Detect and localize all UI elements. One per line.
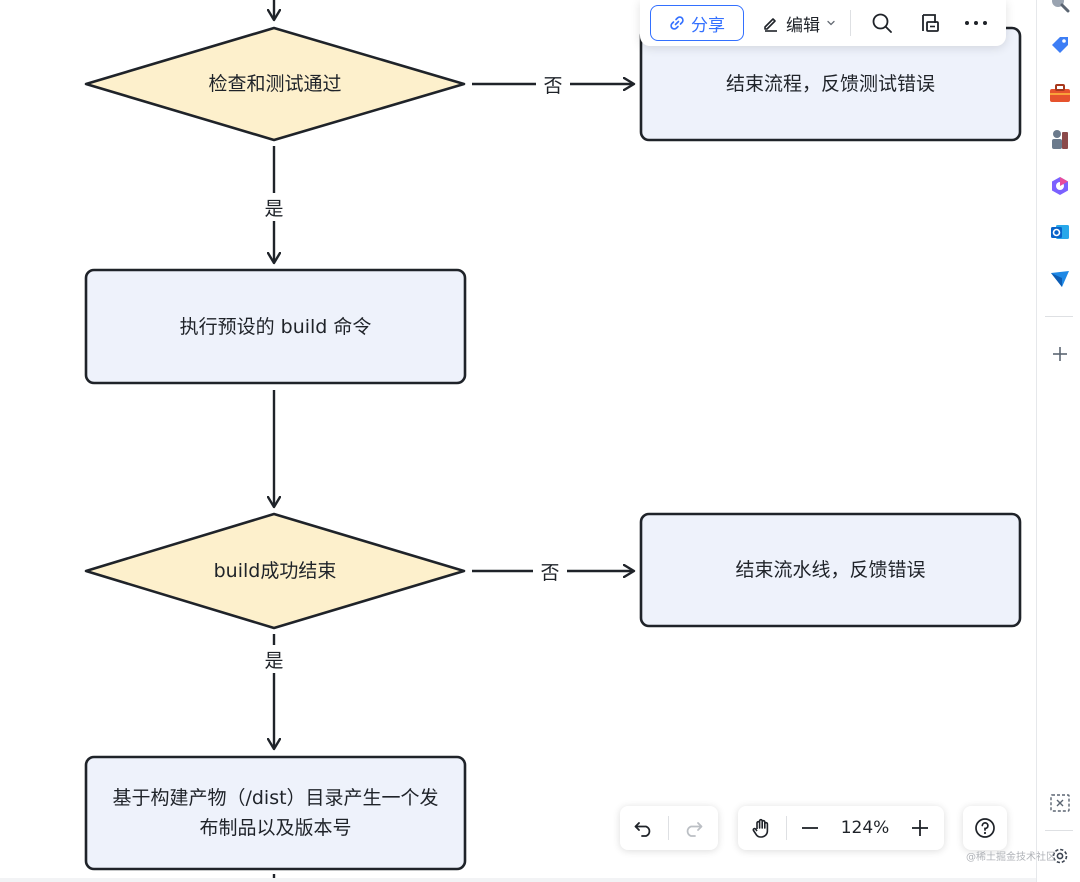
- comment-icon: [922, 14, 939, 32]
- gear-icon: [1052, 848, 1068, 864]
- zoom-in-button[interactable]: [897, 806, 943, 850]
- process-shape-end-pipeline-error: [639, 512, 1022, 628]
- sidebar-settings[interactable]: [1049, 845, 1071, 867]
- minus-icon: [802, 827, 818, 829]
- sidebar-tag[interactable]: [1049, 34, 1071, 56]
- process-shape-publish-artifact: [84, 755, 467, 871]
- node-text-line-1: 基于构建产物（/dist）目录产生一个发: [112, 787, 439, 809]
- sidebar-outlook[interactable]: [1049, 221, 1071, 243]
- chess-icon: [1052, 130, 1068, 149]
- edge-label-yes: 是: [257, 193, 291, 221]
- watermark: @稀土掘金技术社区: [966, 852, 1056, 863]
- undo-button[interactable]: [620, 806, 668, 850]
- node-label-end-pipeline-error[interactable]: 结束流水线，反馈错误: [641, 514, 1020, 626]
- node-label-build-success[interactable]: build成功结束: [86, 543, 464, 599]
- flowchart-graphics: [84, 0, 1022, 882]
- sidebar-divider: [1045, 830, 1073, 831]
- search-icon: [1052, 0, 1070, 13]
- redo-button[interactable]: [669, 806, 717, 850]
- sidebar-games[interactable]: [1049, 128, 1071, 150]
- node-label-check-pass[interactable]: 检查和测试通过: [86, 56, 464, 112]
- divider: [668, 816, 669, 840]
- edit-button-label: 编辑: [786, 15, 820, 36]
- bottom-edge: [0, 878, 1036, 882]
- node-text: 检查和测试通过: [208, 73, 342, 95]
- divider: [786, 816, 787, 840]
- copilot-icon: [1052, 177, 1068, 195]
- toolbox-icon: [1050, 84, 1070, 102]
- toolbar-divider: [850, 10, 851, 36]
- node-label-publish-artifact[interactable]: 基于构建产物（/dist）目录产生一个发 布制品以及版本号: [86, 757, 465, 869]
- plus-icon: [1053, 347, 1067, 361]
- pen-icon: [764, 18, 777, 32]
- node-label-end-test-error[interactable]: 结束流程，反馈测试错误: [641, 28, 1020, 140]
- node-text: 结束流水线，反馈错误: [735, 559, 926, 581]
- decision-shape-build-success: [84, 512, 466, 630]
- whiteboard-canvas[interactable]: 检查和测试通过 结束流程，反馈测试错误 执行预设的 build 命令 build…: [0, 0, 1036, 882]
- search-button[interactable]: [865, 6, 899, 40]
- sidebar-divider: [1045, 316, 1073, 317]
- sidebar-send[interactable]: [1049, 268, 1071, 290]
- zoom-level[interactable]: 124%: [840, 818, 890, 838]
- screenshot-icon: [1050, 794, 1070, 812]
- hand-icon: [752, 818, 769, 838]
- edge-label-no: 否: [533, 557, 567, 585]
- floating-toolbar: 分享 编辑: [640, 0, 1006, 46]
- comment-button[interactable]: [913, 6, 947, 40]
- decision-shape-check-pass: [84, 26, 466, 142]
- plus-icon: [912, 820, 928, 836]
- send-icon: [1051, 271, 1069, 287]
- more-button[interactable]: [959, 6, 993, 40]
- more-icon: [965, 21, 987, 25]
- sidebar-copilot[interactable]: [1049, 175, 1071, 197]
- edge-label-no: 否: [536, 70, 570, 98]
- sidebar-search[interactable]: [1049, 0, 1071, 14]
- help-button[interactable]: [963, 806, 1007, 850]
- chevron-down-icon: [827, 20, 835, 26]
- edge-label-yes: 是: [257, 645, 291, 673]
- node-text: 执行预设的 build 命令: [179, 315, 372, 338]
- sidebar-screenshot[interactable]: [1049, 792, 1071, 814]
- zoom-out-button[interactable]: [787, 806, 833, 850]
- share-button-label: 分享: [691, 15, 725, 36]
- search-icon: [872, 13, 892, 33]
- share-button[interactable]: 分享: [650, 5, 744, 41]
- help-icon: [975, 818, 995, 838]
- link-icon: [670, 16, 684, 30]
- tag-icon: [1052, 37, 1068, 53]
- sidebar-toolbox[interactable]: [1049, 82, 1071, 104]
- node-text-line-2: 布制品以及版本号: [199, 817, 352, 839]
- redo-icon: [686, 822, 703, 837]
- right-sidebar: [1036, 0, 1080, 882]
- undo-icon: [634, 822, 651, 837]
- pan-tool-button[interactable]: [738, 806, 786, 850]
- node-label-run-build[interactable]: 执行预设的 build 命令: [86, 270, 465, 383]
- process-shape-run-build: [84, 268, 467, 385]
- node-text: 结束流程，反馈测试错误: [725, 73, 935, 95]
- sidebar-add-button[interactable]: [1049, 343, 1071, 365]
- edit-button[interactable]: 编辑: [762, 11, 836, 36]
- undo-redo-controls: [620, 806, 718, 850]
- zoom-controls: 124%: [738, 806, 944, 850]
- node-text: build成功结束: [213, 560, 337, 582]
- outlook-icon: [1051, 225, 1069, 239]
